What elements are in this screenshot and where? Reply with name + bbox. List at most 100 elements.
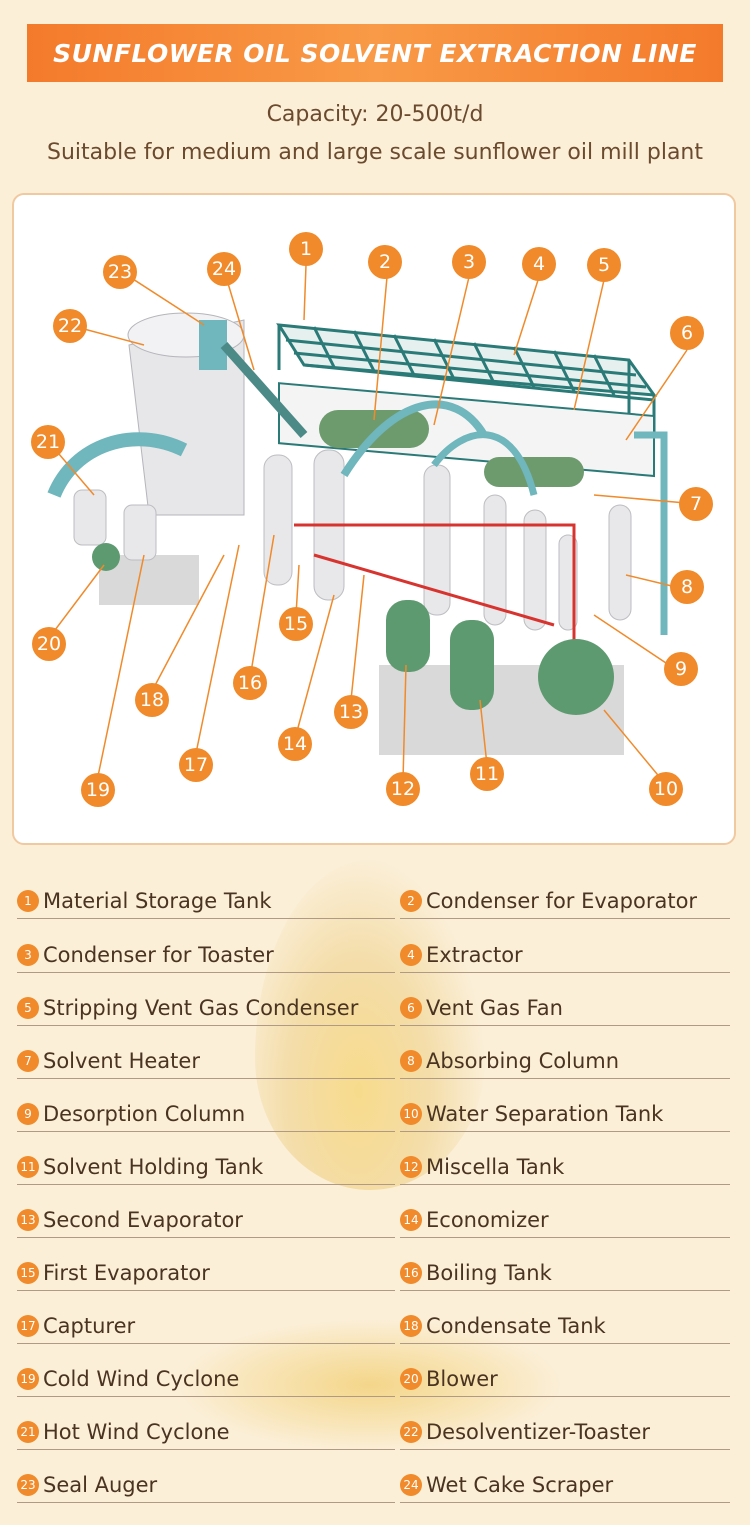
- callout-16: 16: [233, 666, 267, 700]
- legend-number-badge: 8: [400, 1049, 422, 1072]
- callout-20: 20: [32, 627, 66, 661]
- callout-2: 2: [368, 245, 402, 279]
- legend-label: Cold Wind Cyclone: [43, 1366, 240, 1391]
- pipe-2: [431, 431, 538, 496]
- solvent-holding-tank-shape: [450, 620, 494, 710]
- legend-number-badge: 6: [400, 996, 422, 1019]
- callout-14: 14: [278, 727, 312, 761]
- callout-23: 23: [103, 255, 137, 289]
- callout-10: 10: [649, 772, 683, 806]
- legend-number-badge: 1: [17, 889, 39, 912]
- legend-number-badge: 16: [400, 1261, 422, 1284]
- legend-number-badge: 10: [400, 1102, 422, 1125]
- condenser-evaporator: [319, 410, 429, 448]
- legend-label: Condenser for Evaporator: [426, 888, 698, 913]
- pipe-3: [634, 431, 668, 635]
- legend-label: Condenser for Toaster: [43, 942, 274, 967]
- callout-21: 21: [31, 425, 65, 459]
- legend-number-badge: 5: [17, 996, 39, 1019]
- callout-6: 6: [670, 316, 704, 350]
- legend-number-badge: 15: [17, 1261, 39, 1284]
- plant-diagram: 1 2 3 4 5 6 7 8 9 10 11 12 13 14 15 16 1…: [12, 193, 736, 845]
- legend-label: Capturer: [43, 1313, 136, 1338]
- callout-15: 15: [279, 607, 313, 641]
- legend-label: Desorption Column: [43, 1101, 246, 1126]
- legend-label: Material Storage Tank: [43, 888, 272, 913]
- legend-label: Hot Wind Cyclone: [43, 1419, 230, 1444]
- legend-number-badge: 24: [400, 1473, 422, 1496]
- legend-label: Condensate Tank: [426, 1313, 606, 1338]
- legend-label: Economizer: [426, 1207, 549, 1232]
- leader-lines: [46, 264, 688, 782]
- legend-label: Wet Cake Scraper: [426, 1472, 614, 1497]
- absorbing-column: [608, 504, 632, 621]
- legend-label: Second Evaporator: [43, 1207, 243, 1232]
- callout-22: 22: [53, 309, 87, 343]
- legend-label: Seal Auger: [43, 1472, 158, 1497]
- floor-slab-cyclones: [99, 555, 199, 605]
- legend-label: First Evaporator: [43, 1260, 210, 1285]
- callout-3: 3: [452, 245, 486, 279]
- legend-label: Extractor: [426, 942, 523, 967]
- capacity-text: Capacity: 20-500t/d: [266, 102, 484, 127]
- callout-11: 11: [470, 757, 504, 791]
- legend-number-badge: 23: [17, 1473, 39, 1496]
- legend-number-badge: 11: [17, 1155, 39, 1178]
- callout-12: 12: [386, 772, 420, 806]
- legend-label: Miscella Tank: [426, 1154, 565, 1179]
- legend-number-badge: 22: [400, 1420, 422, 1443]
- solvent-heater-shell: [484, 457, 584, 487]
- suitability-text: Suitable for medium and large scale sunf…: [47, 140, 703, 165]
- callout-9: 9: [664, 652, 698, 686]
- extractor-structure: [276, 323, 658, 435]
- miscella-tank-shape: [386, 600, 430, 672]
- callout-1: 1: [289, 232, 323, 266]
- callout-4: 4: [522, 247, 556, 281]
- callout-8: 8: [670, 570, 704, 604]
- legend-label: Water Separation Tank: [426, 1101, 664, 1126]
- seal-auger-shape: [199, 320, 227, 370]
- legend-number-badge: 13: [17, 1208, 39, 1231]
- blower-shape: [92, 543, 120, 571]
- legend-label: Desolventizer-Toaster: [426, 1419, 651, 1444]
- legend-number-badge: 14: [400, 1208, 422, 1231]
- legend-label: Solvent Heater: [43, 1048, 200, 1073]
- scraper-conveyor: [220, 342, 308, 438]
- legend-number-badge: 12: [400, 1155, 422, 1178]
- callout-13: 13: [334, 695, 368, 729]
- cyclone-1: [73, 489, 107, 546]
- pipe-1: [340, 400, 488, 478]
- legend-number-badge: 17: [17, 1314, 39, 1337]
- cyclone-2: [123, 504, 157, 561]
- callout-19: 19: [81, 773, 115, 807]
- legend-label: Blower: [426, 1366, 498, 1391]
- legend-number-badge: 19: [17, 1367, 39, 1390]
- steam-line-2: [313, 553, 555, 627]
- legend-number-badge: 18: [400, 1314, 422, 1337]
- callout-24: 24: [207, 252, 241, 286]
- callout-5: 5: [587, 248, 621, 282]
- legend-number-badge: 9: [17, 1102, 39, 1125]
- legend-label: Absorbing Column: [426, 1048, 620, 1073]
- legend-number-badge: 21: [17, 1420, 39, 1443]
